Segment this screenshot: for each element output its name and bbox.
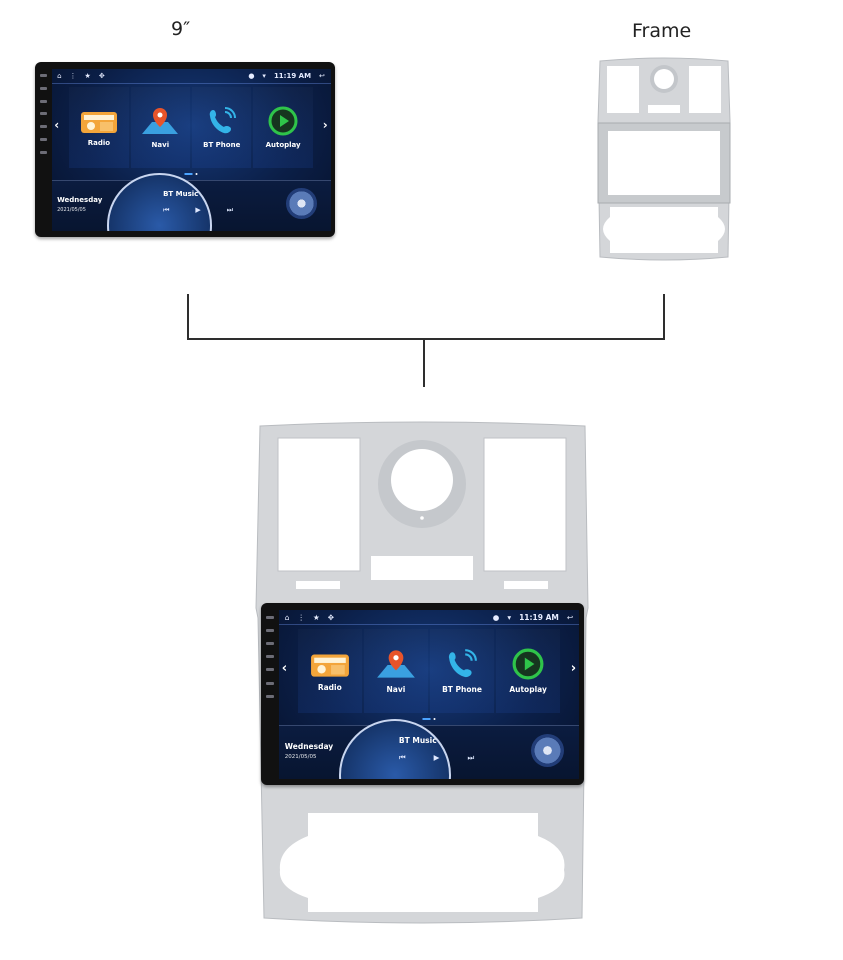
music-widget: BT Music ⏮ ▶ ⏭ xyxy=(163,190,233,215)
app-autoplay[interactable]: Autoplay xyxy=(253,86,313,168)
app-label: BT Phone xyxy=(442,684,482,694)
more-vert-icon[interactable]: ⋮ xyxy=(297,612,306,622)
head-unit-installed: ⌂ ⋮ ★ ✥ ● ▾ 11:19 AM ↩ ‹ › Radio Navi xyxy=(261,603,584,785)
home-icon[interactable]: ⌂ xyxy=(57,71,62,80)
app-grid: Radio Navi BT Phone Autoplay xyxy=(52,86,331,168)
status-bar: ⌂ ⋮ ★ ✥ ● ▾ 11:19 AM ↩ xyxy=(51,69,331,84)
connector-center-vertical xyxy=(423,339,425,387)
side-button[interactable] xyxy=(39,125,47,129)
wifi-icon: ▾ xyxy=(262,71,266,80)
bluetooth-disc-icon xyxy=(285,188,317,219)
play-icon[interactable]: ▶ xyxy=(433,752,440,762)
app-label: Radio xyxy=(87,138,111,147)
play-icon[interactable]: ▶ xyxy=(195,205,201,214)
dock: Wednesday 2021/05/05 BT Music ⏮ ▶ ⏭ xyxy=(51,173,331,231)
phone-icon xyxy=(448,648,477,677)
prev-page-arrow[interactable]: ‹ xyxy=(281,660,288,676)
side-button[interactable] xyxy=(39,112,47,116)
play-circle-icon xyxy=(512,648,544,680)
page-indicator xyxy=(422,718,436,721)
navigation-icon[interactable]: ✥ xyxy=(98,71,105,80)
radio-icon xyxy=(80,111,117,133)
side-button[interactable] xyxy=(39,137,47,141)
back-icon[interactable]: ↩ xyxy=(566,612,574,622)
app-navi[interactable]: Navi xyxy=(130,86,191,168)
map-pin-icon xyxy=(377,650,415,678)
screen: ⌂ ⋮ ★ ✥ ● ▾ 11:19 AM ↩ ‹ › Radio Navi xyxy=(51,69,331,231)
side-button[interactable] xyxy=(265,681,274,685)
connector-horizontal xyxy=(187,338,665,340)
map-pin-icon xyxy=(142,107,179,134)
status-bar: ⌂ ⋮ ★ ✥ ● ▾ 11:19 AM ↩ xyxy=(278,610,580,626)
location-icon: ● xyxy=(248,71,255,80)
clock: 11:19 AM xyxy=(519,612,559,622)
location-icon: ● xyxy=(492,612,500,622)
next-track-icon[interactable]: ⏭ xyxy=(467,752,475,762)
screen: ⌂ ⋮ ★ ✥ ● ▾ 11:19 AM ↩ ‹ › Radio Navi xyxy=(278,610,580,779)
side-button[interactable] xyxy=(265,668,274,672)
side-buttons xyxy=(261,603,279,785)
star-icon[interactable]: ★ xyxy=(313,612,320,622)
prev-page-arrow[interactable]: ‹ xyxy=(54,117,60,132)
unit-size-label: 9″ xyxy=(171,18,191,40)
phone-icon xyxy=(209,106,236,134)
day-label: Wednesday xyxy=(284,742,334,752)
app-label: Autoplay xyxy=(265,140,301,149)
date-label: 2021/05/05 xyxy=(284,754,317,761)
app-radio[interactable]: Radio xyxy=(297,628,362,713)
app-label: Navi xyxy=(151,140,170,149)
previous-track-icon[interactable]: ⏮ xyxy=(163,205,170,214)
date-widget: Wednesday 2021/05/05 xyxy=(57,196,102,213)
wifi-icon: ▾ xyxy=(507,612,512,622)
side-buttons xyxy=(35,62,52,237)
side-button[interactable] xyxy=(265,615,274,619)
frame-image xyxy=(597,57,731,261)
music-widget: BT Music ⏮ ▶ ⏭ xyxy=(399,736,474,763)
head-unit-small: ⌂ ⋮ ★ ✥ ● ▾ 11:19 AM ↩ ‹ › Radio Navi xyxy=(35,62,335,237)
frame-label: Frame xyxy=(632,20,692,42)
next-track-icon[interactable]: ⏭ xyxy=(226,205,234,214)
side-button[interactable] xyxy=(39,86,47,90)
clock: 11:19 AM xyxy=(273,71,312,80)
dock: Wednesday 2021/05/05 BT Music ⏮ ▶ ⏭ xyxy=(278,718,580,779)
side-button[interactable] xyxy=(265,629,274,633)
app-label: Navi xyxy=(386,684,406,694)
music-controls: ⏮ ▶ ⏭ xyxy=(163,206,233,215)
more-vert-icon[interactable]: ⋮ xyxy=(69,71,77,80)
app-label: Autoplay xyxy=(509,684,547,694)
previous-track-icon[interactable]: ⏮ xyxy=(398,752,406,762)
app-bt-phone[interactable]: BT Phone xyxy=(429,628,495,713)
next-page-arrow[interactable]: › xyxy=(322,117,328,132)
day-label: Wednesday xyxy=(57,195,103,204)
music-title: BT Music xyxy=(163,189,199,198)
date-widget: Wednesday 2021/05/05 xyxy=(285,742,333,760)
page-indicator xyxy=(184,172,198,175)
radio-icon xyxy=(310,654,349,677)
star-icon[interactable]: ★ xyxy=(84,71,91,80)
connector-left-vertical xyxy=(187,294,189,340)
side-button[interactable] xyxy=(39,99,47,103)
app-autoplay[interactable]: Autoplay xyxy=(496,628,561,713)
back-icon[interactable]: ↩ xyxy=(319,71,325,80)
bluetooth-disc-icon xyxy=(531,734,565,768)
app-radio[interactable]: Radio xyxy=(69,86,129,168)
navigation-icon[interactable]: ✥ xyxy=(327,612,335,622)
side-button[interactable] xyxy=(39,150,47,154)
music-title: BT Music xyxy=(398,735,437,745)
play-circle-icon xyxy=(268,106,298,136)
side-button[interactable] xyxy=(265,694,274,698)
music-controls: ⏮ ▶ ⏭ xyxy=(399,753,474,763)
next-page-arrow[interactable]: › xyxy=(570,660,577,676)
side-button[interactable] xyxy=(265,642,274,646)
app-label: BT Phone xyxy=(203,140,241,149)
side-button[interactable] xyxy=(265,655,274,659)
home-icon[interactable]: ⌂ xyxy=(284,612,290,622)
app-label: Radio xyxy=(317,682,342,692)
connector-right-vertical xyxy=(663,294,665,340)
date-label: 2021/05/05 xyxy=(57,206,86,213)
app-bt-phone[interactable]: BT Phone xyxy=(192,86,252,168)
app-grid: Radio Navi BT Phone Autoplay xyxy=(279,628,579,713)
side-button[interactable] xyxy=(39,74,47,77)
app-navi[interactable]: Navi xyxy=(363,628,428,713)
